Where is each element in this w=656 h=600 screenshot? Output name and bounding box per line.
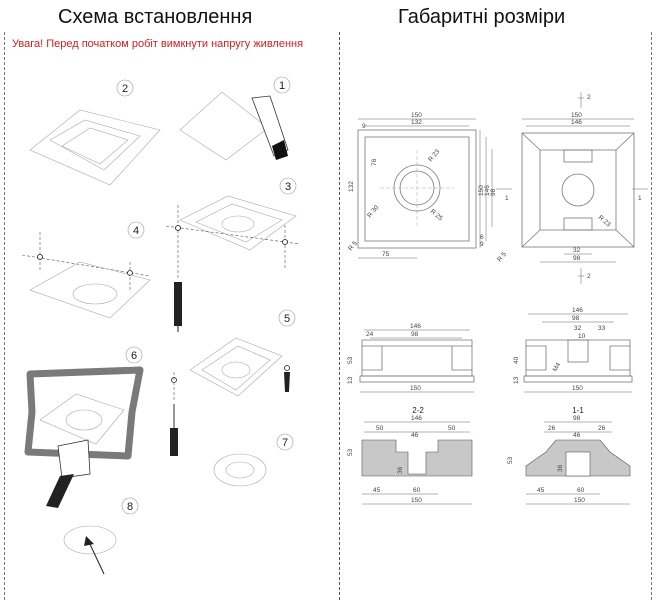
side-view-left: 146 24 98 53 150 13 (347, 323, 475, 393)
dim-plan-9: 9 (362, 123, 366, 130)
section-2-2: 2-2 146 50 46 50 53 36 45 60 150 (347, 406, 473, 505)
dim-side-150: 150 (410, 385, 421, 392)
dim-side2-150: 150 (572, 385, 583, 392)
cut-mark-2-bottom: 2 (578, 268, 591, 284)
dim-sec22-60: 60 (413, 487, 421, 494)
panel-divider (339, 32, 340, 600)
dim-sec22-50b: 50 (448, 425, 456, 432)
dim-plan-r25: R 25 (429, 208, 444, 222)
dim-sec11-150: 150 (574, 497, 585, 504)
dim-sec11-26a: 26 (548, 425, 556, 432)
step-6-plaster: 6 (24, 346, 178, 508)
cut-mark-2-top-label: 2 (587, 94, 591, 101)
dim-sec22-53: 53 (347, 448, 354, 456)
dim-side-146: 146 (410, 323, 421, 330)
step-1-number: 1 (279, 80, 285, 92)
dim-plan-146: 146 (484, 185, 491, 196)
step-7-fitting-view: 7 (213, 433, 294, 487)
cut-mark-1-right: 1 (632, 188, 648, 202)
cut-mark-2-bottom-label: 2 (587, 273, 591, 280)
step-5-screw-fitting: 5 (189, 309, 296, 397)
dim-plan-76: 76 (371, 158, 378, 166)
dim-sec11-53: 53 (507, 456, 514, 464)
section-1-1: 1-1 98 26 46 26 53 36 45 60 150 (507, 406, 631, 505)
step-4-number: 4 (133, 225, 139, 237)
dim-sec11-98: 98 (573, 415, 581, 422)
warning-text: Увага! Перед початком робіт вимкнути нап… (12, 38, 304, 50)
step-3-number: 3 (285, 181, 291, 193)
right-edge-line (651, 32, 652, 600)
dim-side2-10: 10 (578, 333, 586, 340)
dim-plan2-150: 150 (571, 112, 582, 119)
step-8-lamp: 8 (63, 497, 139, 575)
dim-sec22-46: 46 (411, 432, 419, 439)
dim-sec22-146: 146 (411, 415, 422, 422)
dim-side2-m4: M4 (552, 361, 563, 373)
step-1-cut: 1 (179, 76, 291, 161)
installation-scheme-title: Схема встановлення (58, 6, 253, 28)
cut-mark-1-left: 1 (496, 188, 512, 202)
dim-plan2-r23: R 23 (597, 214, 612, 228)
dim-side2-98: 98 (572, 315, 580, 322)
dim-plan-98: 98 (490, 188, 497, 196)
dim-plan2-146: 146 (571, 119, 582, 126)
dim-plan-150: 150 (411, 112, 422, 119)
dim-side2-32: 32 (574, 325, 582, 332)
step-3-place-fitting: 3 (179, 177, 297, 251)
dim-side-98: 98 (411, 331, 419, 338)
dim-side2-40: 40 (513, 356, 520, 364)
dim-side2-13: 13 (513, 376, 520, 384)
dim-sec22-150: 150 (411, 497, 422, 504)
dim-sec22-50a: 50 (376, 425, 384, 432)
dim-plan-r23: R 23 (427, 148, 441, 163)
step-2-opening: 2 (29, 79, 161, 186)
dim-plan-150-right: 150 (478, 185, 485, 196)
cut-mark-1-right-label: 1 (638, 195, 642, 202)
dim-plan-132: 132 (411, 119, 422, 126)
plan-view-top: 150 132 9 76 R 23 132 150 146 98 R 30 R … (347, 112, 497, 259)
step-5-number: 5 (284, 313, 290, 325)
cut-mark-2-top: 2 (578, 92, 591, 108)
dim-plan-6: 6 (480, 234, 484, 241)
dim-plan2-98: 98 (573, 255, 581, 262)
overall-dimensions-title: Габаритні розміри (398, 6, 566, 28)
cut-mark-1-left-label: 1 (505, 195, 509, 202)
dim-side-53: 53 (347, 356, 354, 364)
dim-side-24: 24 (366, 331, 374, 338)
dim-plan2-32: 32 (573, 247, 581, 254)
dim-sec11-36: 36 (557, 464, 564, 472)
left-edge-line (4, 32, 5, 600)
side-view-right: 146 98 32 33 10 40 M4 13 150 (513, 307, 633, 393)
dim-sec11-60: 60 (577, 487, 585, 494)
step-7-number: 7 (282, 437, 288, 449)
dim-sec22-36: 36 (397, 466, 404, 474)
dim-sec11-45: 45 (537, 487, 545, 494)
section-1-1-label: 1-1 (572, 406, 584, 415)
step-2-number: 2 (122, 83, 128, 95)
step-8-number: 8 (127, 501, 133, 513)
dim-plan-75: 75 (382, 251, 390, 258)
step-6-number: 6 (131, 350, 137, 362)
plan-view-bottom: 150 146 R 23 R 5 32 98 (496, 112, 635, 264)
step-4-mark-holes: 4 (21, 205, 301, 332)
section-2-2-label: 2-2 (412, 406, 424, 415)
dim-plan-9-bottom: 9 (480, 241, 484, 248)
dim-side2-146: 146 (572, 307, 583, 314)
dim-sec22-45: 45 (373, 487, 381, 494)
dim-plan-r30: R 30 (366, 204, 380, 219)
dim-plan-r5: R 5 (347, 240, 359, 253)
dim-plan-132-left: 132 (348, 181, 355, 192)
dim-side-13: 13 (347, 376, 354, 384)
dim-sec11-26b: 26 (598, 425, 606, 432)
dim-sec11-46: 46 (573, 432, 581, 439)
dim-plan2-r5: R 5 (496, 251, 508, 264)
dim-side2-33: 33 (598, 325, 606, 332)
